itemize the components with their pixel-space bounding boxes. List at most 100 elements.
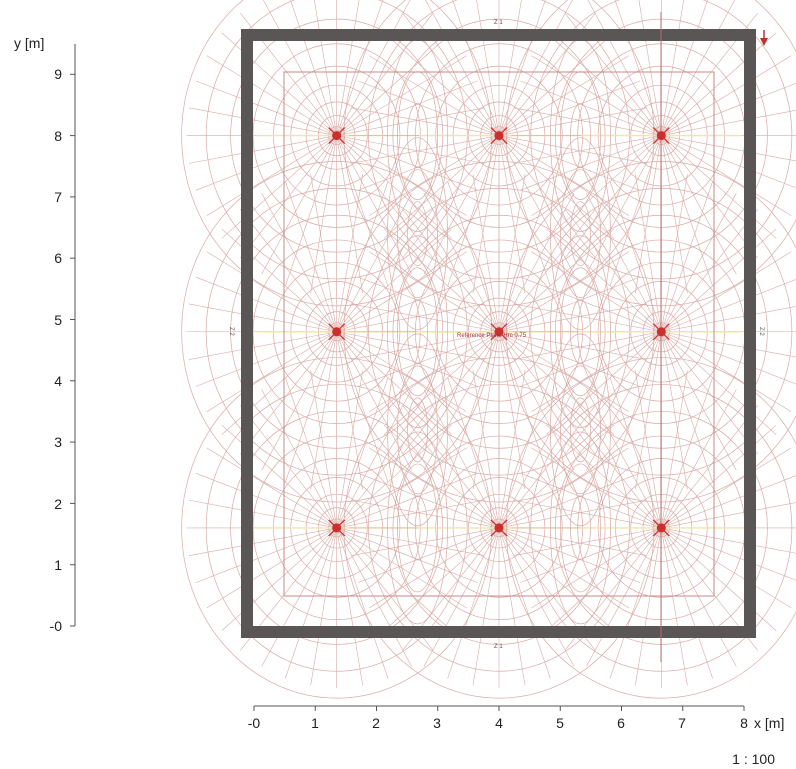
- light-ray: [336, 331, 478, 387]
- light-ray: [498, 370, 526, 528]
- light-ray: [586, 331, 662, 471]
- light-ray: [195, 80, 337, 136]
- light-ray: [368, 135, 500, 216]
- luminaire-cross: [652, 127, 670, 145]
- light-ray: [195, 135, 337, 191]
- light-ray: [336, 377, 389, 529]
- overlap-isoline: [407, 397, 428, 463]
- luminaire-marker: [652, 519, 670, 537]
- light-ray: [476, 0, 500, 136]
- light-ray: [661, 32, 777, 136]
- overlap-isoline: [397, 267, 438, 397]
- light-ray: [336, 0, 384, 136]
- light-ray: [498, 135, 641, 191]
- overlap-isoline: [570, 201, 591, 267]
- light-ray: [661, 331, 737, 471]
- light-ray: [336, 107, 485, 136]
- light-ray: [586, 135, 662, 275]
- light-ray: [310, 174, 337, 332]
- light-ray: [336, 331, 485, 360]
- light-ray: [221, 228, 337, 332]
- light-ray: [587, 0, 662, 136]
- light-ray: [425, 0, 500, 136]
- light-ray: [206, 55, 337, 136]
- light-ray: [498, 331, 596, 455]
- light-ray: [586, 389, 662, 529]
- overlap-isoline: [407, 201, 428, 267]
- light-ray: [336, 135, 452, 239]
- light-ray: [262, 0, 337, 136]
- light-ray: [447, 377, 500, 529]
- light-ray: [221, 32, 337, 136]
- luminaire-markers: [328, 127, 670, 537]
- light-ray: [206, 447, 337, 529]
- overlap-isoline: [570, 397, 591, 463]
- light-ray: [661, 527, 777, 631]
- luminaire-marker: [490, 127, 508, 145]
- light-ray: [498, 251, 630, 333]
- light-ray: [336, 80, 478, 136]
- light-ray: [351, 331, 500, 360]
- scale-label: 1 : 100: [732, 751, 775, 767]
- y-tick-label: -0: [50, 618, 63, 634]
- light-ray: [634, 370, 662, 528]
- light-ray: [498, 135, 630, 216]
- light-ray: [195, 331, 337, 387]
- light-ray: [498, 135, 615, 239]
- overlap-isoline: [570, 495, 591, 561]
- light-ray: [290, 0, 337, 136]
- overlap-isoline: [570, 103, 591, 168]
- y-axis-unit: y [m]: [14, 35, 44, 51]
- luminaire-marker: [328, 519, 346, 537]
- light-ray: [661, 135, 796, 189]
- light-ray: [661, 193, 737, 332]
- luminaire-cross: [328, 323, 346, 341]
- light-ray: [285, 181, 337, 332]
- light-ray: [546, 527, 662, 631]
- light-ray: [336, 193, 412, 332]
- light-ray: [313, 0, 337, 136]
- light-ray: [336, 181, 389, 332]
- light-ray: [368, 527, 500, 609]
- light-ray: [564, 405, 662, 529]
- luminaire-marker: [652, 127, 670, 145]
- light-ray: [661, 502, 796, 529]
- light-ray: [513, 107, 662, 136]
- light-ray: [498, 331, 630, 413]
- overlap-isoline: [387, 235, 448, 429]
- x-tick-label: 1: [311, 715, 319, 731]
- light-ray: [661, 527, 688, 686]
- light-ray: [310, 370, 337, 528]
- light-ray: [498, 0, 573, 136]
- light-ray: [564, 209, 662, 332]
- light-ray: [336, 405, 434, 529]
- light-ray: [513, 135, 662, 164]
- light-ray: [336, 135, 434, 259]
- light-ray: [661, 209, 758, 332]
- light-ray: [661, 181, 713, 332]
- light-ray: [195, 527, 337, 583]
- light-ray: [498, 527, 630, 609]
- light-ray: [498, 527, 615, 631]
- light-ray: [240, 405, 337, 529]
- luminaire-marker: [490, 323, 508, 341]
- light-ray: [336, 174, 364, 332]
- light-ray: [498, 499, 647, 529]
- light-ray: [498, 174, 526, 332]
- light-ray: [520, 472, 662, 529]
- y-tick-label: 8: [54, 128, 62, 144]
- light-ray: [336, 389, 412, 529]
- light-ray: [261, 331, 337, 471]
- light-ray: [498, 135, 596, 259]
- light-ray: [336, 424, 452, 529]
- light-ray: [520, 135, 662, 191]
- light-ray: [336, 0, 411, 136]
- light-ray: [221, 135, 337, 239]
- y-tick-label: 7: [54, 189, 62, 205]
- y-tick-label: 1: [54, 557, 62, 573]
- x-axis: -0 1 2 3 4 5 6 7 8 x [m]: [248, 705, 784, 731]
- light-ray: [498, 527, 551, 679]
- light-ray: [368, 331, 500, 413]
- light-ray: [661, 475, 796, 529]
- light-ray: [195, 276, 337, 333]
